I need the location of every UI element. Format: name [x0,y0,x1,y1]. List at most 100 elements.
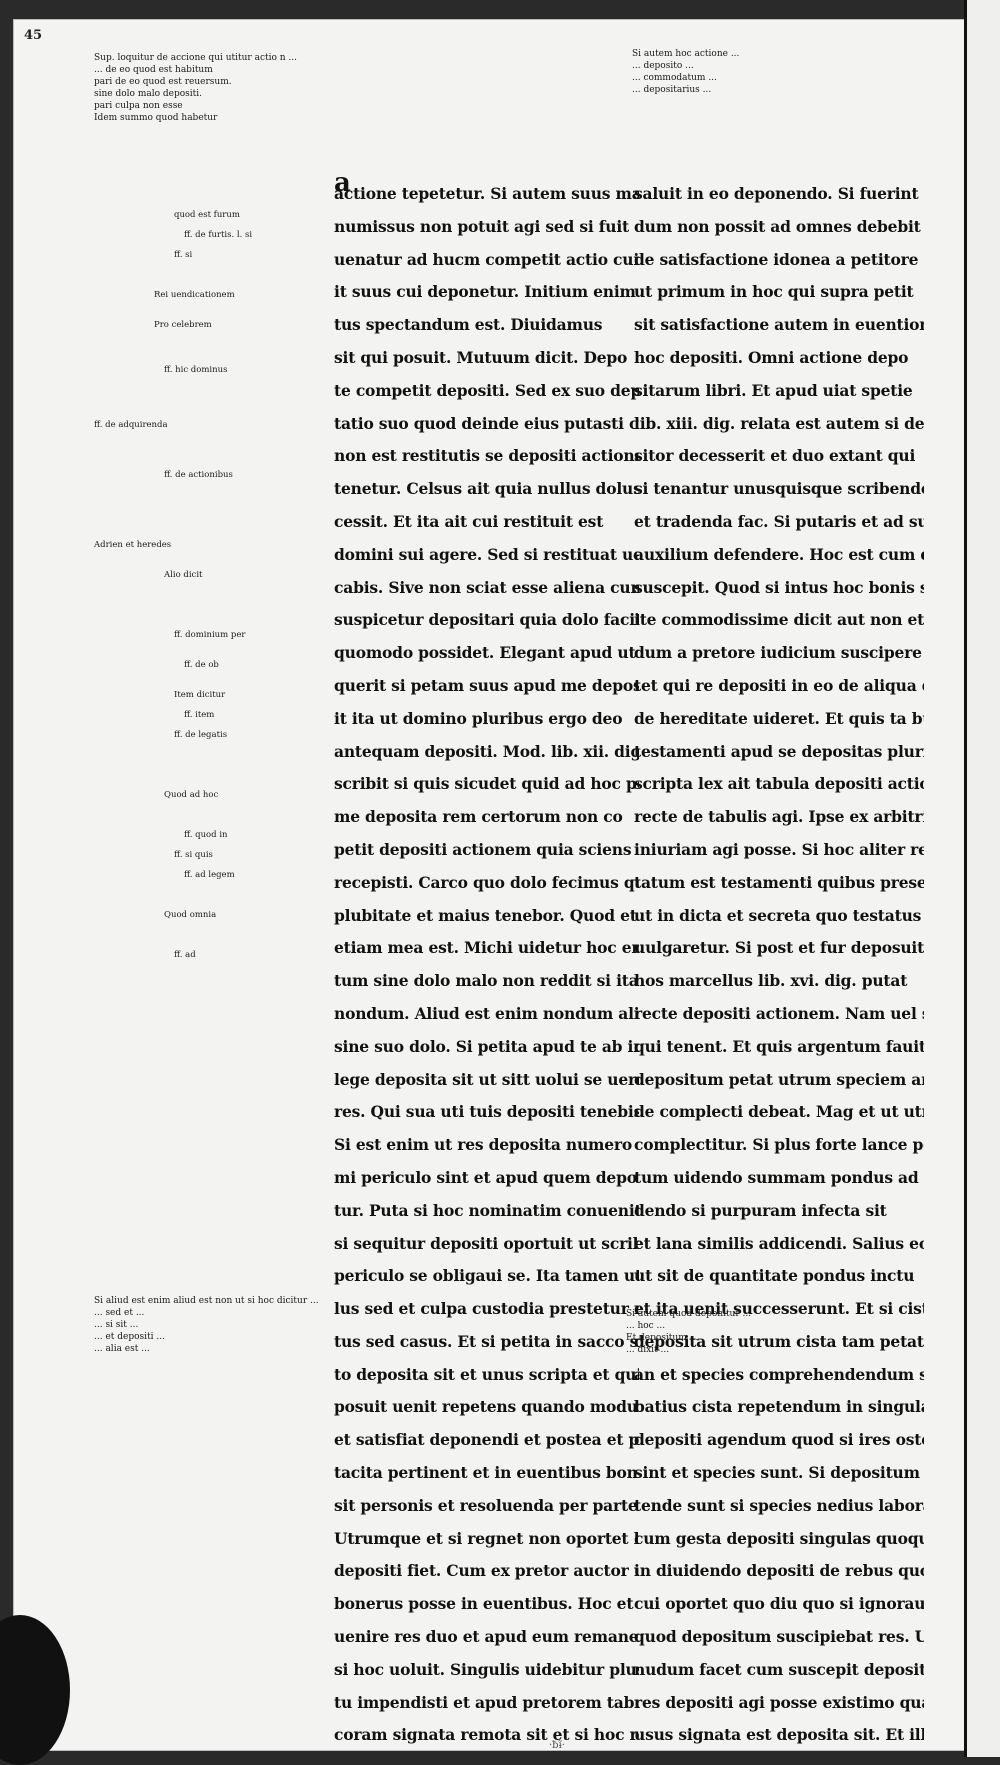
text-line: cui oportet quo diu quo si ignorauerit [634,1594,924,1614]
margin-note: Item dicitur [174,690,226,700]
catchword: ·ƀɨ̃· [549,1740,565,1750]
gloss-line: Si autem quod deponitur ... [626,1309,752,1319]
text-line: et tradenda fac. Si putaris et ad sus [634,511,924,531]
text-line: periculo se obligaui se. Ita tamen ut no… [334,1266,639,1286]
margin-note: Rei uendicationem [154,290,235,300]
text-line: Utrumque et si regnet non oportet leges [334,1528,639,1548]
margin-note: ff. de legatis [174,730,228,740]
text-line: uenatur ad hucm competit actio cui fu [334,249,639,269]
gloss-bottom-right: Si autem quod deponitur ...... hoc ...Et… [626,1308,964,1356]
gloss-bottom-left: Si aliud est enim aliud est non ut si ho… [94,1295,604,1355]
main-text-column-left: actione tepetetur. Si autem suus ma numis… [334,178,639,1750]
text-line: deposita sit utrum cista tam petatur [634,1331,924,1351]
margin-note: ff. de furtis. l. si [184,230,253,240]
margin-note: ff. de ob [184,660,219,670]
text-line: dum non possit ad omnes debebit [634,216,921,236]
text-line: uulgaretur. Si post et fur deposuit [634,938,924,958]
margin-note: ff. item [184,710,215,720]
gloss-line: sine dolo malo depositi. [94,89,202,99]
text-line: lib. xiii. dig. relata est autem si depo [634,413,924,433]
text-line: in diuidendo depositi de rebus quoque ag… [634,1561,924,1581]
text-line: lus sed et culpa custodia prestetur non … [334,1299,639,1319]
text-line: saluit in eo deponendo. Si fuerint qui [634,184,924,203]
margin-note: ff. si quis [174,850,213,860]
decorated-initial-a: a [334,168,351,198]
text-line: cabis. Sive non sciat esse aliena cum [334,577,639,597]
margin-note: Quod ad hoc [164,790,219,800]
text-line: sitarum libri. Et apud uiat spetie [634,380,913,400]
text-line: tu impendisti et apud pretorem tabulis q… [334,1692,639,1712]
text-line: ut primum in hoc qui supra petit [634,282,914,302]
text-line: it ita ut domino pluribus ergo deo [334,708,623,728]
text-line: hoc depositi. Omni actione depo [634,347,909,367]
gloss-line: ... commodatum ... [632,73,717,83]
gloss-top-left: Sup. loquitur de accione qui utitur acti… [94,52,614,124]
text-line: quomodo possidet. Elegant apud ut [334,643,636,663]
text-line: tatio suo quod deinde eius putasti cum [334,413,639,433]
text-line: querit si petam suus apud me deposu [334,675,639,695]
text-line: auxilium defendere. Hoc est cum depositi [634,544,924,564]
text-line: actione tepetetur. Si autem suus ma [334,184,639,203]
text-line: tet qui re depositi in eo de aliqua done [634,675,924,695]
text-line: bonerus posse in euentibus. Hoc et [334,1594,634,1614]
text-line: hos marcellus lib. xvi. dig. putat [634,971,908,991]
text-line: nudum facet cum suscepit depositum qui [634,1659,924,1679]
margin-note: Pro celebrem [154,320,212,330]
text-line: te competit depositi. Sed ex suo depo [334,380,639,400]
margin-note: quod est furum [174,210,240,220]
text-line: tum uidendo summam pondus ad [634,1167,919,1187]
text-line: dendo si purpuram infecta sit [634,1200,887,1220]
folio-number: 45 [24,28,43,43]
text-line: et ita uenit successerunt. Et si cista s… [634,1299,924,1319]
margin-note: Quod omnia [164,910,217,920]
text-line: an et species comprehendendum sit. Tre [634,1364,924,1384]
text-line: sit personis et resoluenda per partem. [334,1495,639,1515]
text-line: ite commodissime dicit aut non et cogn [634,610,924,630]
text-line: to deposita sit et unus scripta et qui d… [334,1364,639,1384]
text-line: si sequitur depositi oportuit ut scribi [334,1233,639,1253]
gloss-line: ... et depositi ... [94,1332,165,1342]
text-line: tur. Puta si hoc nominatim conuenit [334,1200,639,1220]
text-line: cum gesta depositi singulas quoque res [634,1528,924,1548]
text-line: testamenti apud se depositas pluribus [634,741,924,761]
text-line: depositi fiet. Cum ex pretor auctor ut [334,1561,639,1581]
text-line: mi periculo sint et apud quem depo [334,1167,637,1187]
margin-note: ff. de actionibus [164,470,233,480]
gloss-line: ... de eo quod est habitum [94,65,213,75]
text-line: usus signata est deposita sit. Et illud [634,1725,924,1745]
text-line: cessit. Et ita ait cui restituit est [334,511,604,531]
adjacent-page-edge [964,0,1000,1757]
text-line: plubitate et maius tenebor. Quod et [334,905,637,925]
text-line: tus spectandum est. Diuidamus [334,315,603,335]
text-line: sitor decesserit et duo extant qui [634,446,916,466]
text-line: de satisfactione idonea a petitore [634,249,919,269]
text-line: recte depositi actionem. Nam uel sit eam… [634,1003,924,1023]
text-line: tenetur. Celsus ait quia nullus dolus in… [334,479,639,499]
text-line: dum a pretore iudicium suscipere op [634,643,924,663]
text-line: iniuriam agi posse. Si hoc aliter re [634,839,924,859]
text-line: de complecti debeat. Mag et ut utrique [634,1102,924,1122]
gloss-line: ... si sit ... [94,1320,139,1330]
text-line: res depositi agi posse existimo qua [634,1692,924,1712]
text-line: Si est enim ut res deposita numero [334,1135,633,1155]
gloss-line: ... sed et ... [94,1308,145,1318]
text-line: posuit uenit repetens quando modum [334,1397,639,1417]
margin-note: ff. hic dominus [164,365,228,375]
text-line: si hoc uoluit. Singulis uidebitur plus [334,1659,639,1679]
text-line: non est restitutis se depositi actione [334,446,639,466]
manuscript-page: 45 Sup. loquitur de accione qui utitur a… [14,20,964,1750]
text-line: numissus non potuit agi sed si fuit [334,216,629,236]
margin-note: ff. quod in [184,830,228,840]
text-line: tatum est testamenti quibus presentibus [634,872,924,892]
text-line: nondum. Aliud est enim nondum aliud est [334,1003,639,1023]
text-line: suscepit. Quod si intus hoc bonis suscip [634,577,924,597]
gloss-line: Si aliud est enim aliud est non ut si ho… [94,1296,319,1306]
text-line: it suus cui deponetur. Initium enim [334,282,636,302]
gloss-line: Sup. loquitur de accione qui utitur acti… [94,53,298,63]
gloss-line: Si autem hoc actione ... [632,49,740,59]
margin-note: Alio dicit [164,570,203,580]
text-line: et lana similis addicendi. Salius eo [634,1233,924,1253]
text-line: me deposita rem certorum non co [334,807,623,827]
text-line: sit satisfactione autem in euentione et … [634,315,924,335]
text-line: sit qui posuit. Mutuum dicit. Depo [334,347,628,367]
